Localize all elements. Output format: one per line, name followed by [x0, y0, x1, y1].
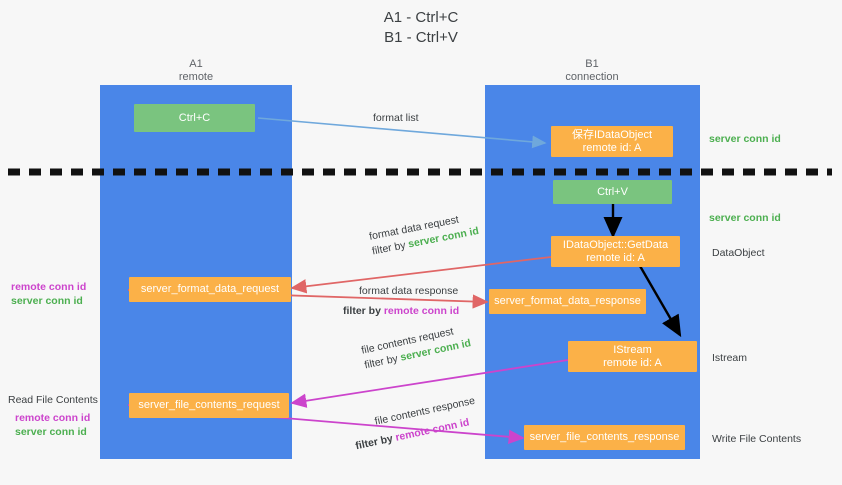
column-header-a1-sub: remote	[178, 71, 214, 83]
left-note-read-file-contents: Read File Contents remote conn id server…	[8, 393, 98, 438]
box-server-file-contents-response-label: server_file_contents_response	[529, 431, 680, 443]
right-note-dataobject: DataObject	[712, 247, 765, 259]
edge-label-format-data-request: format data request filter by server con…	[368, 209, 480, 259]
column-header-b1: B1 connection	[492, 58, 692, 84]
edge-label-format-list-text: format list	[373, 112, 419, 124]
box-idataobject-getdata[interactable]: IDataObject::GetData remote id: A	[551, 236, 680, 267]
left-note-remote-conn-id: remote conn id	[11, 281, 87, 293]
edge-label-format-data-response-text: format data response	[359, 285, 459, 297]
filter-value-remote-conn-id: remote conn id	[383, 305, 460, 317]
box-istream[interactable]: IStream remote id: A	[568, 341, 697, 372]
edge-label-file-contents-response: file contents response filter by remote …	[350, 394, 481, 454]
box-ctrl-v[interactable]: Ctrl+V	[553, 180, 672, 204]
box-save-idataobject-label: 保存IDataObject	[571, 128, 653, 141]
box-istream-label: IStream	[613, 343, 652, 356]
edge-label-file-contents-request: file contents request filter by server c…	[360, 321, 472, 373]
column-header-a1: A1 remote	[96, 58, 296, 84]
right-note-write-file-contents: Write File Contents	[712, 433, 802, 445]
box-ctrl-c-label: Ctrl+C	[178, 111, 211, 124]
edge-label-format-data-response-filter: filter by remote conn id	[343, 305, 460, 317]
column-header-a1-name: A1	[189, 58, 203, 70]
box-server-file-contents-request-label: server_file_contents_request	[138, 399, 280, 411]
page-title: A1 - Ctrl+C B1 - Ctrl+V	[0, 8, 842, 48]
edge-label-format-data-response: format data response filter by remote co…	[343, 284, 459, 319]
box-server-file-contents-request[interactable]: server_file_contents_request	[129, 393, 289, 418]
box-ctrl-c[interactable]: Ctrl+C	[134, 104, 255, 132]
left-note-server-conn-id: server conn id	[11, 295, 83, 307]
box-idataobject-getdata-label: IDataObject::GetData	[562, 238, 669, 251]
column-header-b1-name: B1	[585, 58, 599, 70]
title-line-2: B1 - Ctrl+V	[384, 29, 458, 46]
right-note-server-conn-id-1: server conn id	[709, 133, 781, 145]
box-idataobject-getdata-sub: remote id: A	[586, 251, 645, 264]
title-line-1: A1 - Ctrl+C	[383, 9, 459, 26]
box-server-file-contents-response[interactable]: server_file_contents_response	[524, 425, 685, 450]
box-server-format-data-response[interactable]: server_format_data_response	[489, 289, 646, 314]
box-server-format-data-response-label: server_format_data_response	[494, 295, 641, 307]
column-header-b1-sub: connection	[565, 71, 619, 83]
left-note-conn-ids: remote conn id server conn id	[11, 280, 86, 308]
box-save-idataobject[interactable]: 保存IDataObject remote id: A	[551, 126, 673, 157]
box-save-idataobject-sub: remote id: A	[582, 141, 642, 154]
edge-label-format-list: format list	[373, 111, 419, 126]
right-note-server-conn-id-2: server conn id	[709, 212, 781, 224]
left-note-read-file-contents-heading: Read File Contents	[8, 394, 98, 406]
right-note-istream: Istream	[712, 352, 748, 364]
left-note-read-remote-conn-id: remote conn id	[15, 412, 91, 424]
left-note-read-server-conn-id: server conn id	[15, 426, 87, 438]
box-server-format-data-request-label: server_format_data_request	[140, 283, 280, 295]
box-server-format-data-request[interactable]: server_format_data_request	[129, 277, 291, 302]
box-istream-sub: remote id: A	[603, 356, 662, 369]
box-ctrl-v-label: Ctrl+V	[597, 185, 628, 198]
